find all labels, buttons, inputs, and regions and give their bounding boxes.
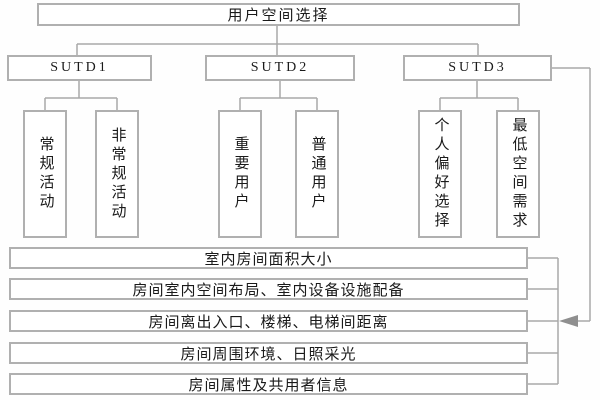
node-sutd1: SUTD1 bbox=[7, 55, 152, 81]
node-important-users: 重要用户 bbox=[218, 110, 262, 238]
node-minimum-space-need: 最低空间需求 bbox=[496, 110, 540, 238]
node-ordinary-users: 普通用户 bbox=[295, 110, 339, 238]
node-sutd2: SUTD2 bbox=[205, 55, 355, 81]
root-node-label: 用户空间选择 bbox=[227, 8, 330, 24]
criteria-row-label: 房间离出入口、楼梯、电梯间距离 bbox=[148, 314, 389, 331]
node-sutd1-label: SUTD1 bbox=[50, 60, 109, 75]
node-sutd2-label: SUTD2 bbox=[250, 60, 310, 75]
node-regular-activities: 常规活动 bbox=[23, 110, 67, 238]
criteria-row-distance: 房间离出入口、楼梯、电梯间距离 bbox=[9, 310, 528, 332]
criteria-row-environment-daylight: 房间周围环境、日照采光 bbox=[9, 342, 528, 364]
criteria-row-label: 室内房间面积大小 bbox=[204, 251, 333, 268]
criteria-row-attributes-cousers: 房间属性及共用者信息 bbox=[9, 373, 528, 395]
node-sutd3-label: SUTD3 bbox=[448, 60, 507, 75]
criteria-row-label: 房间属性及共用者信息 bbox=[188, 377, 349, 394]
criteria-row-label: 房间周围环境、日照采光 bbox=[180, 346, 357, 363]
left-arrowhead-icon bbox=[559, 315, 578, 327]
node-personal-preference: 个人偏好选择 bbox=[418, 110, 462, 238]
node-sutd3: SUTD3 bbox=[403, 55, 552, 81]
node-personal-preference-label: 个人偏好选择 bbox=[432, 117, 449, 231]
node-nonregular-activities-label: 非常规活动 bbox=[109, 126, 126, 222]
node-ordinary-users-label: 普通用户 bbox=[309, 136, 326, 212]
node-important-users-label: 重要用户 bbox=[232, 136, 249, 212]
node-nonregular-activities: 非常规活动 bbox=[95, 110, 139, 238]
criteria-row-room-area: 室内房间面积大小 bbox=[9, 247, 528, 269]
criteria-row-label: 房间室内空间布局、室内设备设施配备 bbox=[132, 282, 405, 299]
root-node-user-space-selection: 用户空间选择 bbox=[37, 3, 520, 26]
node-minimum-space-need-label: 最低空间需求 bbox=[510, 117, 527, 231]
criteria-row-layout-equipment: 房间室内空间布局、室内设备设施配备 bbox=[9, 278, 528, 300]
node-regular-activities-label: 常规活动 bbox=[37, 136, 54, 212]
